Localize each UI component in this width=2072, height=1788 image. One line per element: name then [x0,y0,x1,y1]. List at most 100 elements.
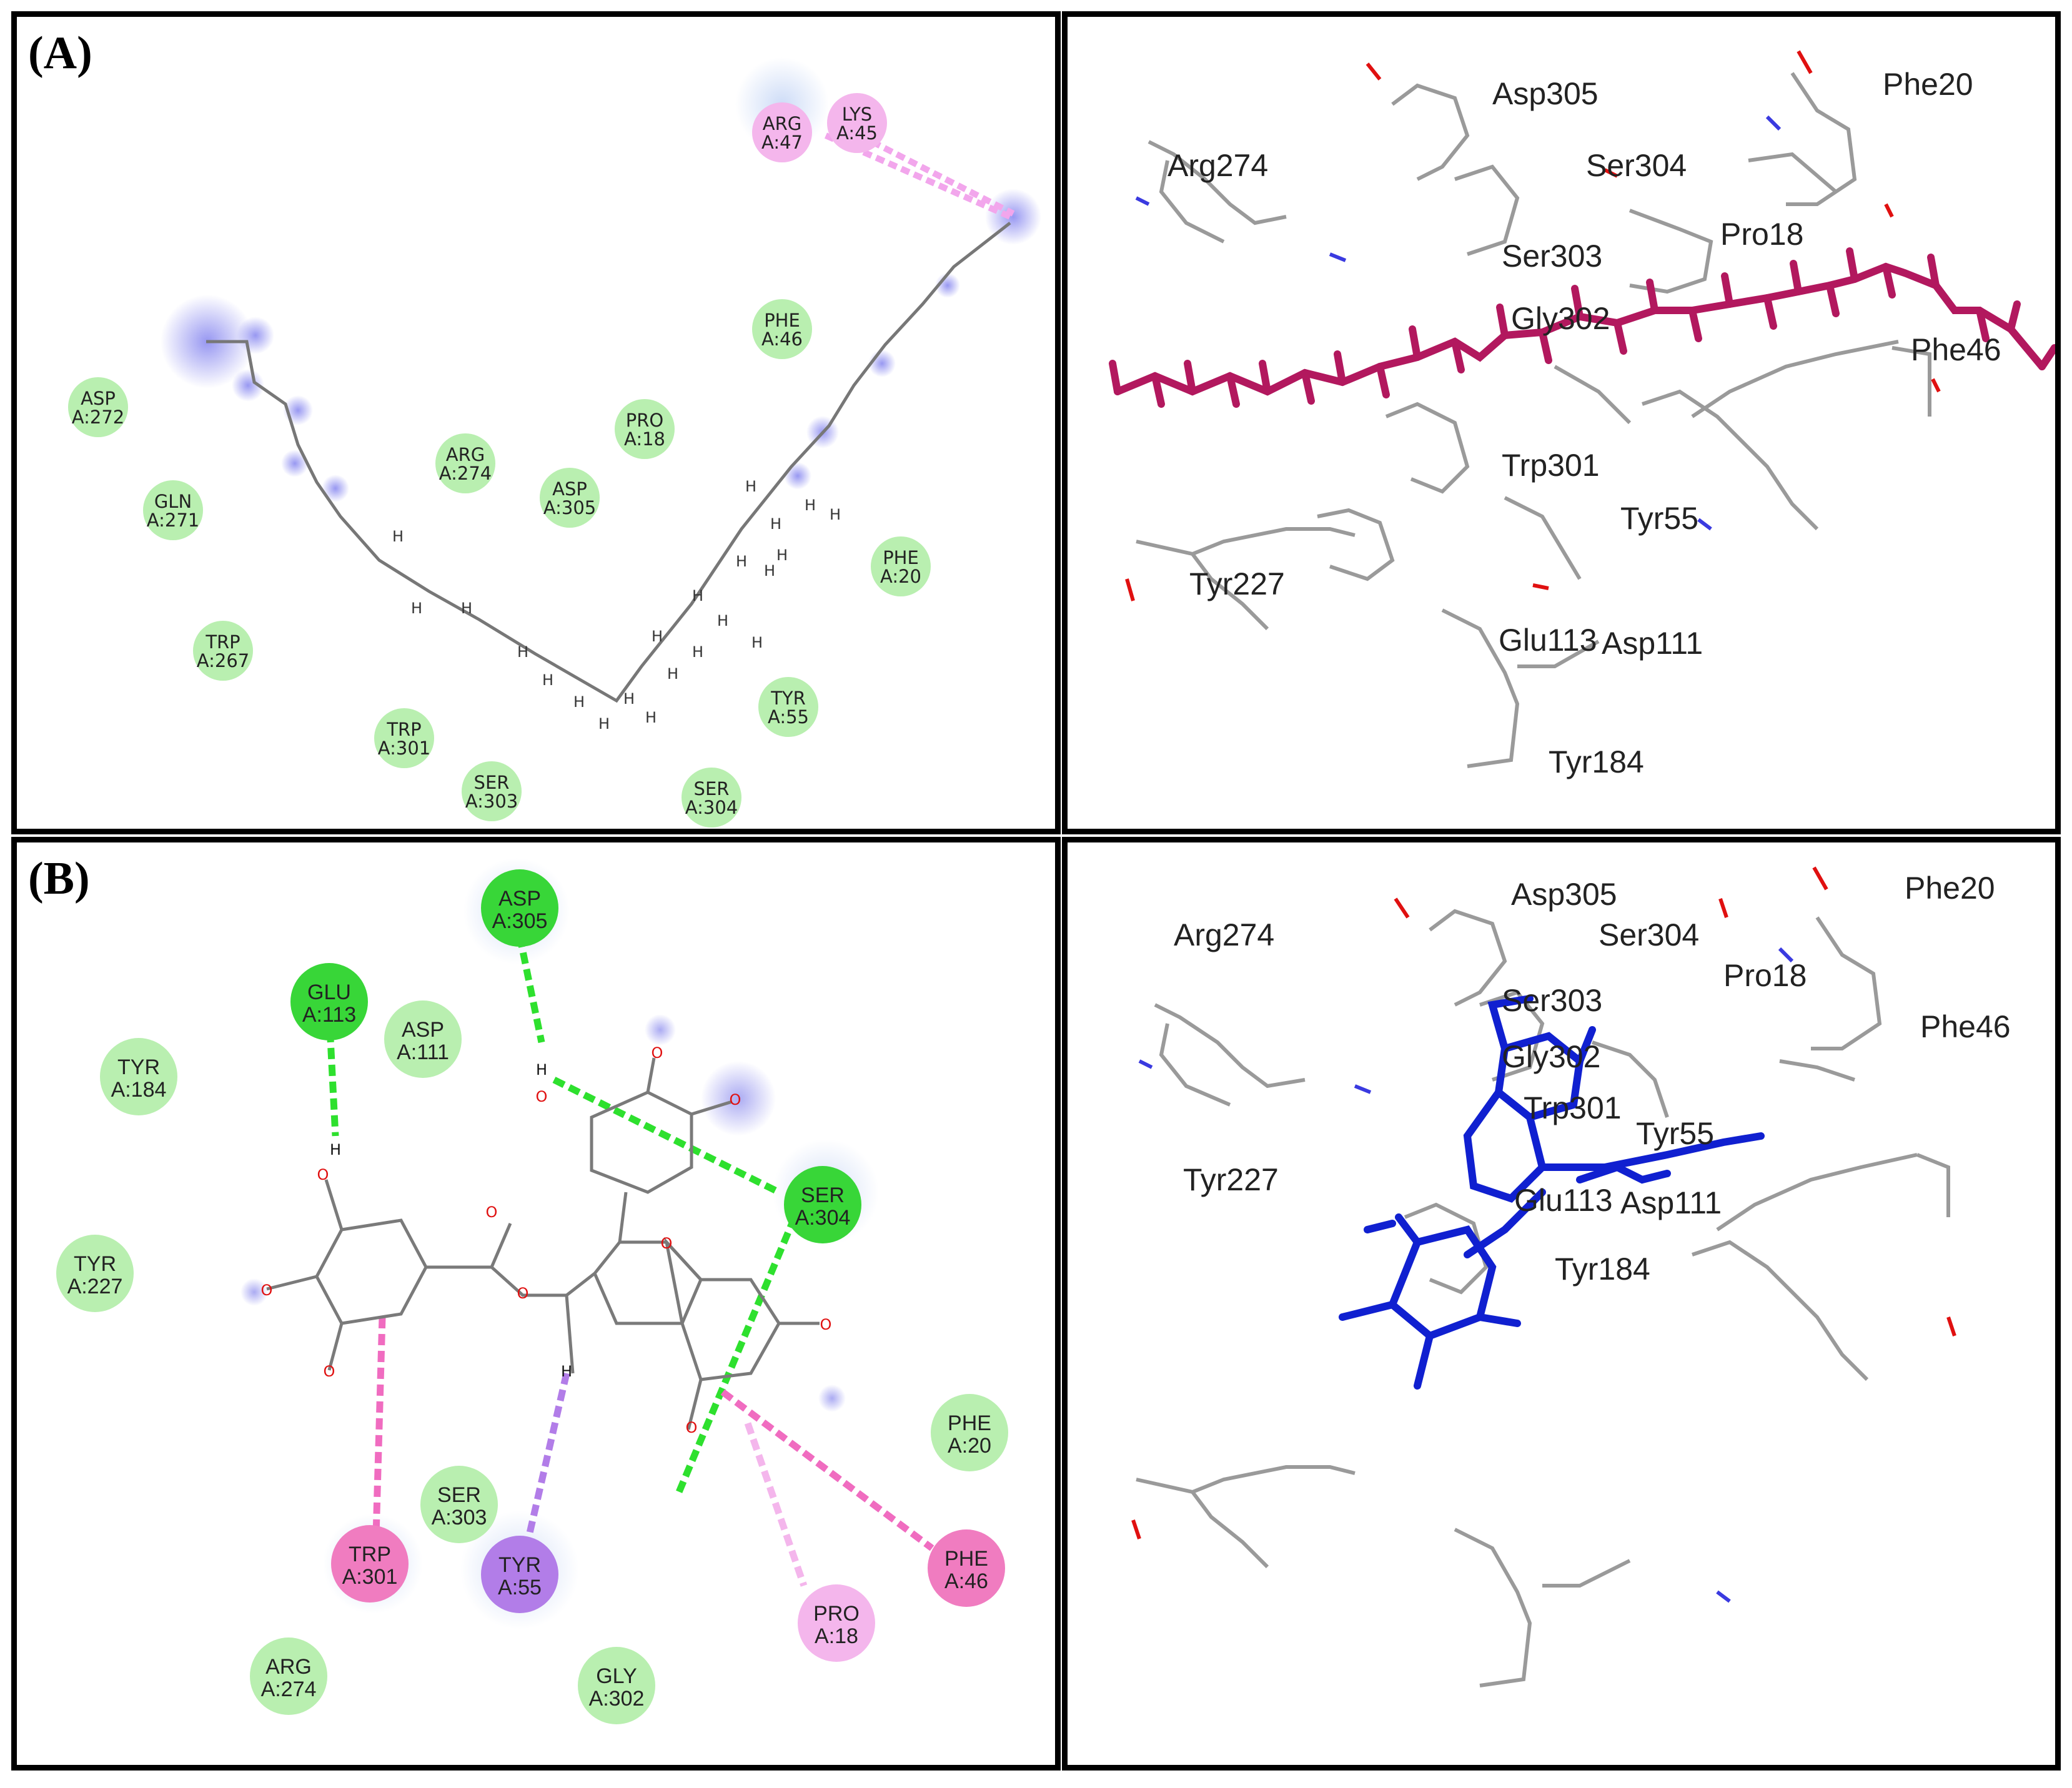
residue-id: A:274 [439,463,492,484]
panel-b-label: (B) [28,853,90,904]
residue-circle [928,1529,1005,1607]
residue-circle [752,299,812,359]
hydrogen-atom: H [776,546,788,564]
residue-circle [462,761,522,821]
residue-circle [68,377,128,437]
hydrogen-atom: H [764,562,775,580]
panel-b-3d-label-gly302: Gly302 [1502,1039,1600,1074]
residue-circle [752,102,812,162]
residue-name: PRO [626,410,663,431]
residue-circle [682,768,741,827]
residue-name: ARG [763,113,801,134]
oxygen-atom: O [486,1203,498,1221]
residue-circle [931,1394,1008,1471]
panel-b-3d-label-ser304: Ser304 [1599,917,1699,952]
residue-id: A:271 [147,510,199,531]
residue-id: A:303 [465,791,518,812]
residue-circle [481,1536,558,1613]
residue-circle [435,433,495,493]
residue-name: PHE [764,310,800,331]
residue-id: A:304 [685,797,738,818]
panel-a-3d-label-gly302: Gly302 [1511,301,1610,336]
hydrogen-atom: H [411,600,422,617]
hydrogen-atom: H [330,1141,341,1158]
hydrogen-atom: H [461,600,472,617]
residue-id: A:272 [72,407,124,428]
residue-name: TYR [74,1252,116,1276]
residue-circle [420,1466,498,1543]
residue-id: A:304 [795,1206,851,1230]
hydrogen-atom: H [770,515,781,533]
residue-circle [384,1000,462,1078]
residue-circle [250,1637,327,1715]
residue-name: SER [474,772,510,793]
hydrogen-atom: H [623,690,635,708]
hydrogen-atom: H [542,671,553,689]
panel-b-3d-label-ser303: Ser303 [1502,983,1602,1018]
oxygen-atom: O [536,1088,548,1105]
panel-a-3d-label-arg274: Arg274 [1167,148,1268,183]
residue-id: A:45 [836,122,878,144]
residue-id: A:274 [261,1677,317,1701]
hydrogen-atom: H [598,715,610,733]
residue-id: A:303 [432,1506,487,1529]
hydrogen-atom: H [645,709,657,726]
panel-a-3d-label-phe20: Phe20 [1883,67,1973,102]
residue-id: A:301 [342,1565,398,1589]
residue-circle [143,480,203,540]
residue-name: ASP [552,478,587,500]
residue-name: TYR [498,1553,541,1577]
residue-name: TYR [117,1055,160,1079]
residue-id: A:55 [498,1576,542,1599]
residue-id: A:267 [197,650,249,671]
panel-a-3d-label-ser303: Ser303 [1502,239,1602,274]
residue-id: A:305 [543,497,596,518]
residue-name: ASP [498,887,541,911]
residue-name: PHE [944,1547,988,1571]
residue-circle [784,1166,861,1243]
oxygen-atom: O [317,1166,329,1183]
residue-name: GLN [154,491,192,512]
hydrogen-atom: H [717,612,728,630]
oxygen-atom: O [820,1316,832,1333]
hydrogen-atom: H [830,506,841,523]
residue-id: A:302 [589,1687,645,1711]
hydrogen-atom: H [561,1363,572,1380]
residue-circle [56,1235,134,1312]
residue-name: GLY [596,1664,637,1688]
residue-circle [578,1647,655,1724]
hydrogen-atom: H [667,665,678,683]
residue-id: A:227 [67,1275,123,1298]
panel-b-3d-label-tyr227: Tyr227 [1183,1162,1279,1197]
residue-id: A:55 [768,706,809,728]
residue-id: A:47 [761,132,803,153]
residue-circle [374,708,434,768]
residue-name: PRO [813,1602,860,1626]
residue-id: A:111 [397,1040,449,1064]
hydrogen-atom: H [736,553,747,570]
residue-name: PHE [948,1411,991,1435]
panel-a-label: (A) [28,27,92,79]
panel-a-3d-label-glu113: Glu113 [1499,623,1597,658]
panel-a-3d-label-tyr184: Tyr184 [1549,744,1644,779]
panel-b-3d-label-phe46: Phe46 [1920,1009,2011,1044]
